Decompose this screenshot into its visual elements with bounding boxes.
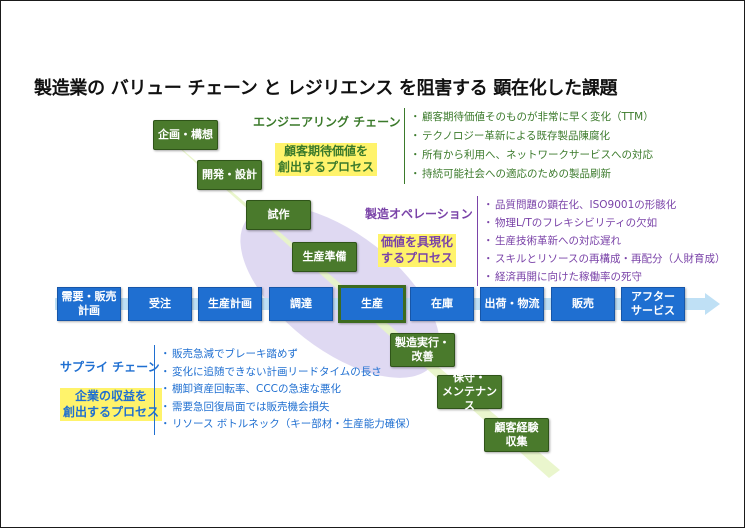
- operation-divider: [477, 196, 478, 286]
- step-demand-planning: 需要・販売計画: [57, 287, 121, 321]
- supply-issue: ・需要急回復局面では販売機会損失: [160, 400, 330, 413]
- step-sales: 販売: [551, 287, 615, 321]
- operation-label: 製造オペレーション: [365, 207, 473, 221]
- supply-divider: [154, 345, 155, 435]
- engineering-divider: [404, 108, 405, 184]
- operation-highlight: 価値を具現化 するプロセス: [378, 234, 457, 268]
- operation-highlight-line1: 価値を具現化: [381, 235, 454, 249]
- supply-issue: ・変化に追随できない計画リードタイムの長さ: [160, 365, 382, 378]
- operation-issue: ・物理L/Tのフレキシビリティの欠如: [483, 217, 658, 229]
- supply-issue-list: ・販売急減でブレーキ踏めず ・変化に追随できない計画リードタイムの長さ ・棚卸資…: [160, 346, 416, 434]
- step-production-planning: 生産計画: [198, 287, 262, 321]
- step-prototype: 試作: [246, 200, 311, 230]
- step-production: 生産: [338, 285, 406, 323]
- engineering-issue: ・所有から利用へ、ネットワークサービスへの対応: [410, 149, 653, 161]
- step-procurement: 調達: [269, 287, 333, 321]
- step-maintenance: 保守・メンテナンス: [437, 371, 502, 412]
- step-planning: 企画・構想: [153, 120, 218, 150]
- operation-issue: ・経済再開に向けた稼働率の死守: [483, 271, 642, 283]
- engineering-issue: ・持続可能社会への適応のための製品刷新: [410, 168, 611, 180]
- engineering-issue: ・テクノロジー革新による既存製品陳腐化: [410, 130, 611, 142]
- supply-issue: ・リソース ボトルネック（キー部材・生産能力確保）: [160, 418, 417, 430]
- supply-highlight: 企業の収益を 創出するプロセス: [60, 388, 163, 422]
- engineering-highlight-line1: 顧客期待価値を: [284, 144, 369, 158]
- supply-issue: ・棚卸資産回転率、CCCの急速な悪化: [160, 383, 341, 395]
- engineering-chain-label: エンジニアリング チェーン: [253, 115, 401, 129]
- operation-issue: ・品質問題の顕在化、ISO9001の形骸化: [483, 199, 677, 211]
- operation-highlight-line2: するプロセス: [381, 250, 454, 265]
- step-development: 開発・設計: [197, 160, 262, 190]
- step-customer-experience: 顧客経験収集: [484, 418, 549, 452]
- engineering-issue: ・顧客期待価値そのものが非常に早く変化（TTM）: [410, 111, 654, 123]
- engineering-highlight-line2: 創出するプロセス: [278, 159, 375, 174]
- operation-issue: ・生産技術革新への対応遅れ: [483, 235, 621, 247]
- step-order-receipt: 受注: [128, 287, 192, 321]
- step-after-service: アフターサービス: [621, 287, 685, 321]
- step-shipping-logistics: 出荷・物流: [480, 287, 544, 321]
- step-inventory: 在庫: [410, 287, 474, 321]
- engineering-highlight: 顧客期待価値を 創出するプロセス: [275, 143, 378, 177]
- page-title: 製造業の バリュー チェーン と レジリエンス を阻害する 顕在化した課題: [34, 78, 618, 99]
- engineering-issue-list: ・顧客期待価値そのものが非常に早く変化（TTM） ・テクノロジー革新による既存製…: [410, 108, 654, 184]
- supply-issue: ・販売急減でブレーキ踏めず: [160, 348, 298, 360]
- operation-issue-list: ・品質問題の顕在化、ISO9001の形骸化 ・物理L/Tのフレキシビリティの欠如…: [483, 196, 725, 286]
- step-execution-improvement: 製造実行・改善: [390, 333, 455, 367]
- supply-highlight-line1: 企業の収益を: [75, 389, 148, 403]
- operation-issue: ・スキルとリソースの再構成・再配分（人財育成）: [483, 253, 726, 265]
- step-production-prep: 生産準備: [292, 242, 357, 272]
- supply-highlight-line2: 創出するプロセス: [63, 404, 160, 419]
- supply-chain-label: サプライ チェーン: [60, 360, 160, 374]
